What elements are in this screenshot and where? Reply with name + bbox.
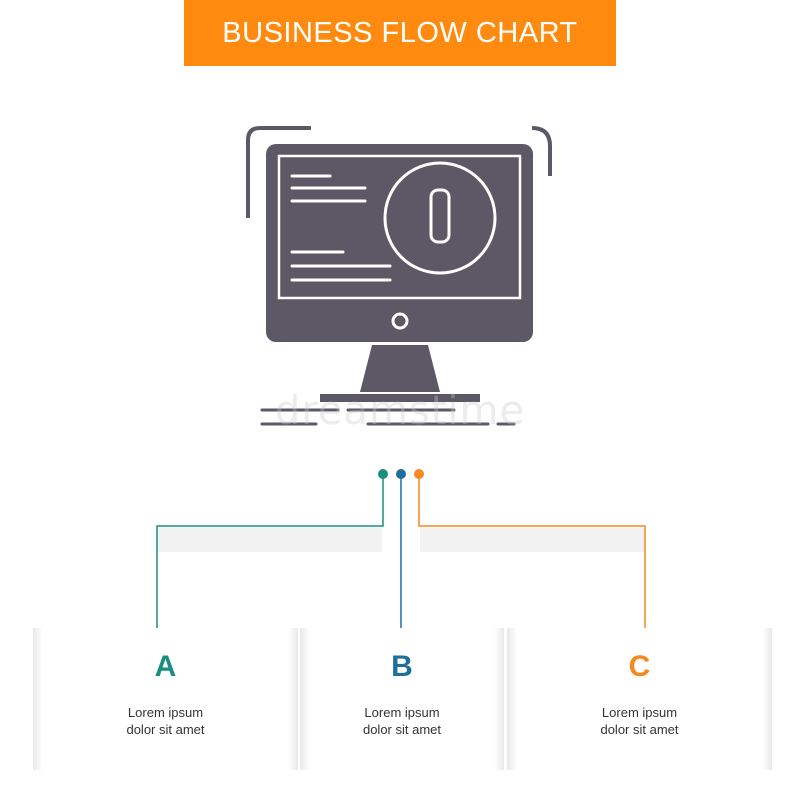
connector-dot-b: [396, 469, 406, 479]
connector-shadows: [156, 528, 645, 552]
step-text-a: Lorem ipsum dolor sit amet: [33, 704, 298, 738]
step-c-line2: dolor sit amet: [600, 722, 679, 737]
step-text-b: Lorem ipsum dolor sit amet: [300, 704, 504, 738]
step-a-line2: dolor sit amet: [126, 722, 205, 737]
computer-monitor-info-icon: [246, 126, 552, 426]
connector-c: [418, 475, 646, 636]
step-b-line2: dolor sit amet: [362, 722, 442, 737]
step-a-line1: Lorem ipsum: [127, 705, 204, 720]
connector-dot-a: [378, 469, 388, 479]
step-letter-b: B: [391, 650, 413, 683]
step-letter-c: C: [628, 650, 651, 683]
step-card-c: C Lorem ipsum dolor sit amet: [507, 628, 772, 770]
step-letter-a: A: [154, 650, 177, 683]
header-banner: BUSINESS FLOW CHART: [184, 0, 616, 66]
step-b-line1: Lorem ipsum: [364, 705, 440, 720]
step-c-line1: Lorem ipsum: [601, 705, 678, 720]
connector-lines: [156, 469, 646, 636]
connector-a: [156, 475, 384, 636]
page-title: BUSINESS FLOW CHART: [222, 16, 578, 49]
watermark: dreamstime: [274, 388, 526, 434]
step-text-c: Lorem ipsum dolor sit amet: [507, 704, 772, 738]
step-card-b: B Lorem ipsum dolor sit amet: [300, 628, 504, 770]
connector-dot-c: [414, 469, 424, 479]
step-card-a: A Lorem ipsum dolor sit amet: [33, 628, 298, 770]
